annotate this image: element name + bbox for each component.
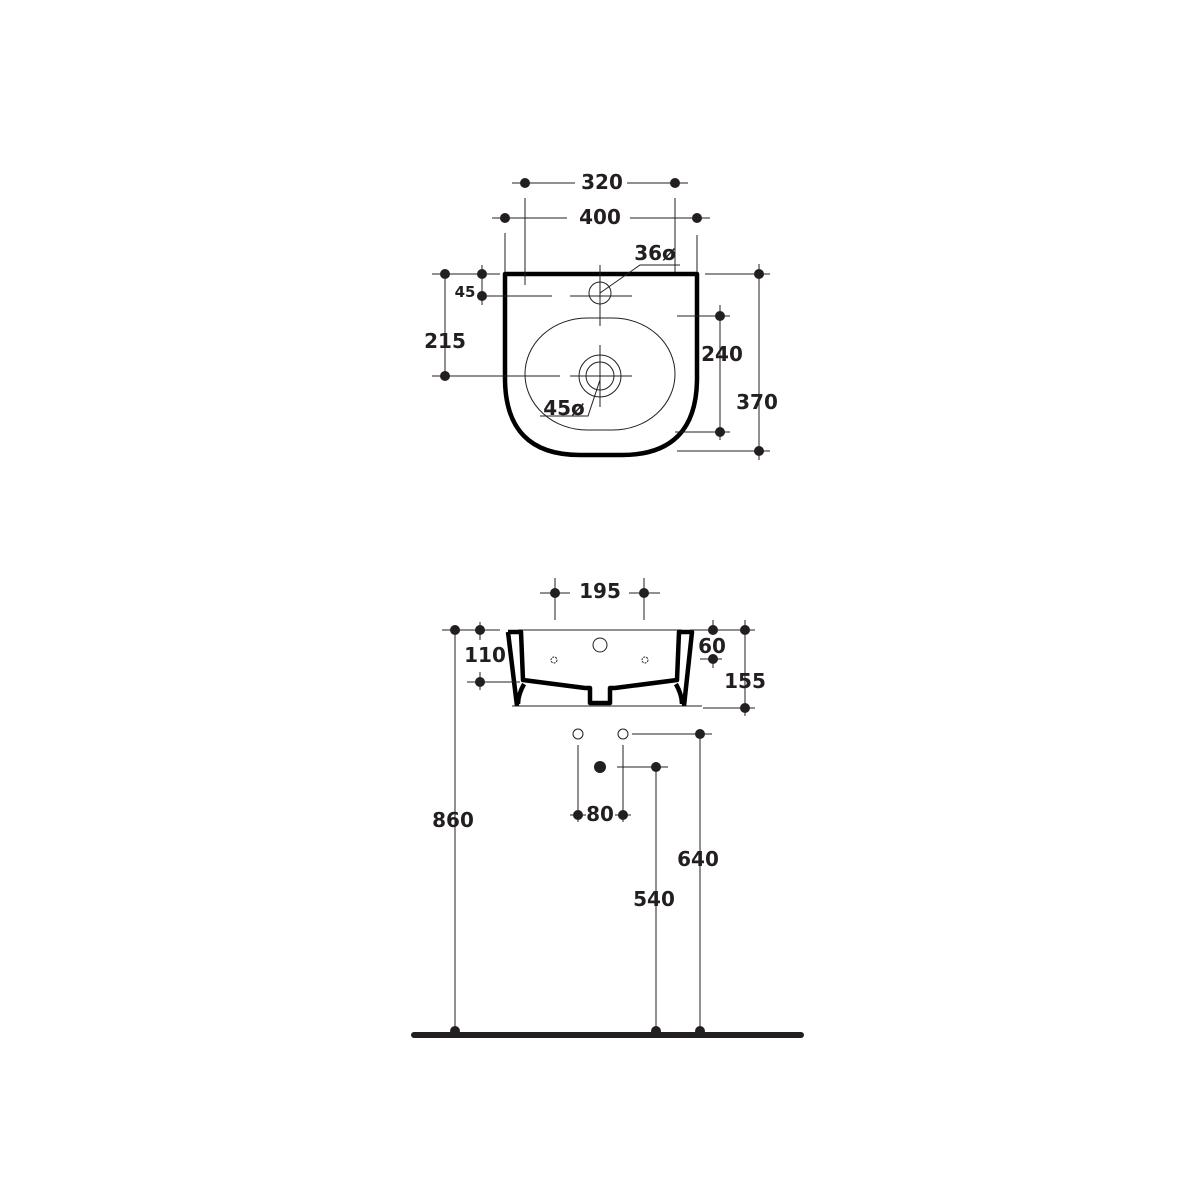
dim-60: 60 xyxy=(698,634,726,658)
dim-80: 80 xyxy=(586,802,614,826)
dim-860: 860 xyxy=(432,808,474,832)
dim-240: 240 xyxy=(701,342,743,366)
front-view: 195 860 110 60 155 80 640 540 xyxy=(411,578,804,1038)
dim-370: 370 xyxy=(736,390,778,414)
dim-155: 155 xyxy=(724,669,766,693)
tap-hole xyxy=(592,637,608,653)
dimension-dots xyxy=(440,178,764,456)
dim-45-diameter: 45ø xyxy=(543,396,585,420)
basin-legs xyxy=(515,682,685,705)
fixing-hole-right xyxy=(641,656,649,664)
dim-320: 320 xyxy=(581,170,623,194)
dim-540: 540 xyxy=(633,887,675,911)
supply-right xyxy=(617,728,629,740)
dim-640: 640 xyxy=(677,847,719,871)
supply-left xyxy=(572,728,584,740)
dim-195: 195 xyxy=(579,579,621,603)
dim-215: 215 xyxy=(424,329,466,353)
top-view: 320 400 45 215 36ø 240 370 45ø xyxy=(424,170,778,460)
dim-400: 400 xyxy=(579,205,621,229)
dim-36-diameter: 36ø xyxy=(634,241,676,265)
waste-outlet xyxy=(594,761,606,773)
basin-outline xyxy=(502,271,700,458)
dim-110: 110 xyxy=(464,643,506,667)
basin-left-wall xyxy=(505,629,695,707)
dim-45: 45 xyxy=(455,283,476,301)
fixing-hole-left xyxy=(550,656,558,664)
